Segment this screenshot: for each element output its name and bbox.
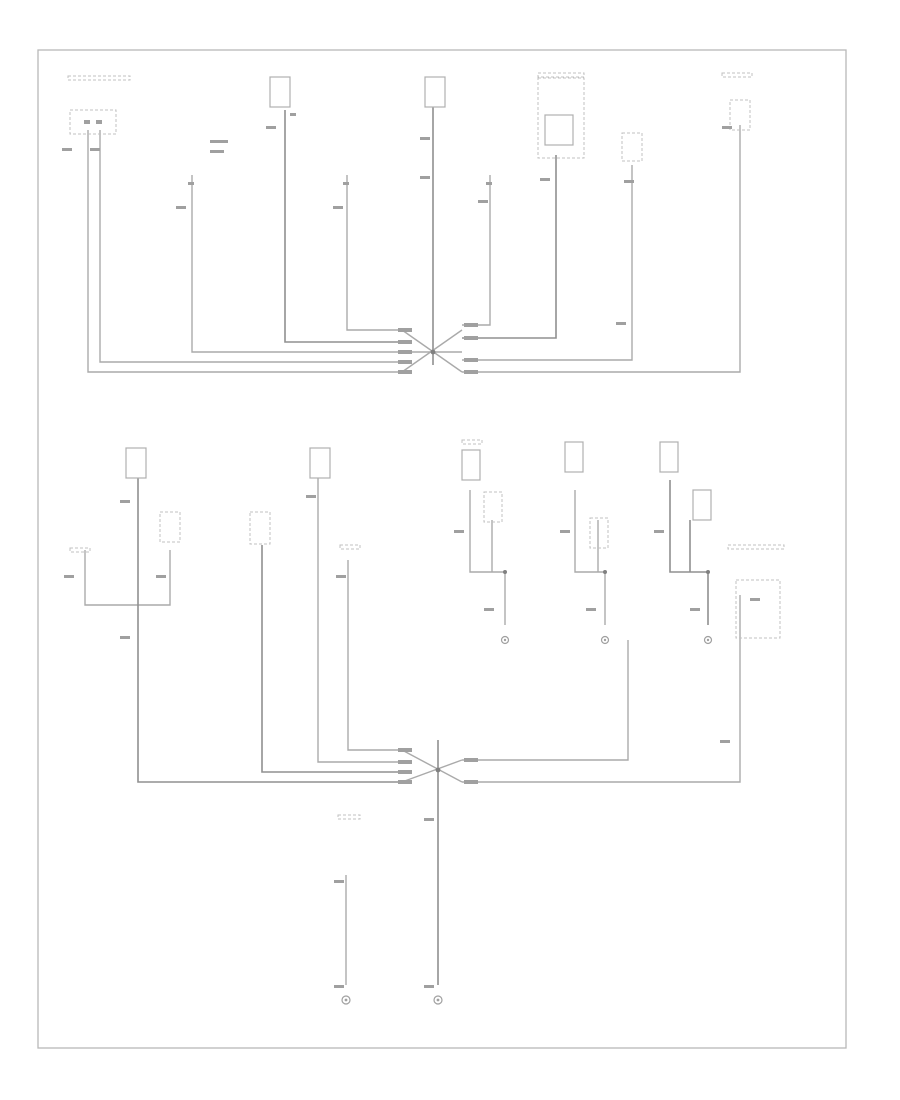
lower-right-module (720, 544, 785, 743)
ground-symbol-4 (341, 995, 351, 1005)
upper-module (537, 72, 585, 181)
upper-right-solenoid (616, 72, 753, 325)
upper-center-switch (420, 76, 446, 179)
lower-center-switch (306, 447, 361, 578)
lower-right-lamp-1 (454, 439, 507, 625)
diagram-frame (37, 49, 847, 1049)
lower-right-switch-2 (560, 441, 609, 625)
upper-diode-connector (478, 182, 492, 203)
lower-left-switch-c (249, 511, 271, 545)
lower-splice (398, 748, 478, 988)
ground-symbol-2 (600, 635, 610, 645)
lower-bottom-switch (334, 814, 361, 988)
ground-symbol-1 (500, 635, 510, 645)
lower-left-switch-a (120, 447, 147, 639)
lower-left-switch-b (64, 511, 181, 578)
upper-left-switch (62, 75, 131, 151)
upper-lamp (621, 132, 643, 183)
upper-left-connector (176, 140, 228, 209)
upper-splice (398, 323, 478, 374)
lower-right-switch-3 (654, 441, 712, 625)
ground-symbol-5 (433, 995, 443, 1005)
lower-harness-wires (84, 475, 741, 985)
upper-harness-wires (87, 95, 741, 373)
upper-relay-2 (266, 76, 296, 129)
upper-ground-connector (333, 182, 349, 209)
ground-symbol-3 (703, 635, 713, 645)
